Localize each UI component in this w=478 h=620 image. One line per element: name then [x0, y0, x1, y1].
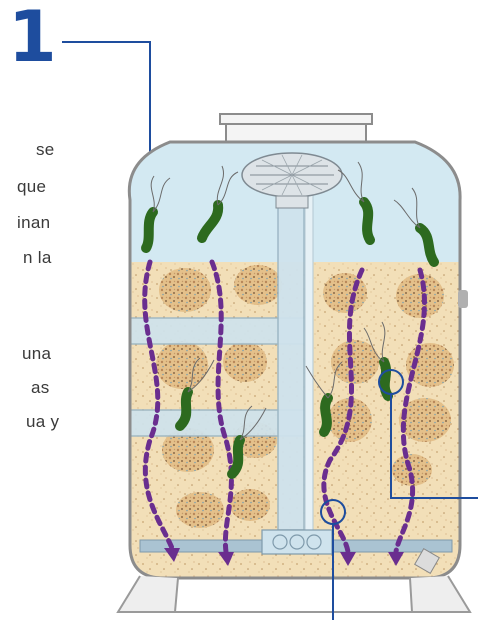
lateral-pipe-upper	[110, 318, 305, 344]
tank-leg-left	[118, 576, 178, 612]
side-port	[458, 290, 468, 308]
tank-leg-right	[410, 576, 470, 612]
collector-hub	[262, 530, 332, 554]
central-pipe	[278, 190, 304, 530]
lateral-pipe-lower	[110, 410, 305, 436]
